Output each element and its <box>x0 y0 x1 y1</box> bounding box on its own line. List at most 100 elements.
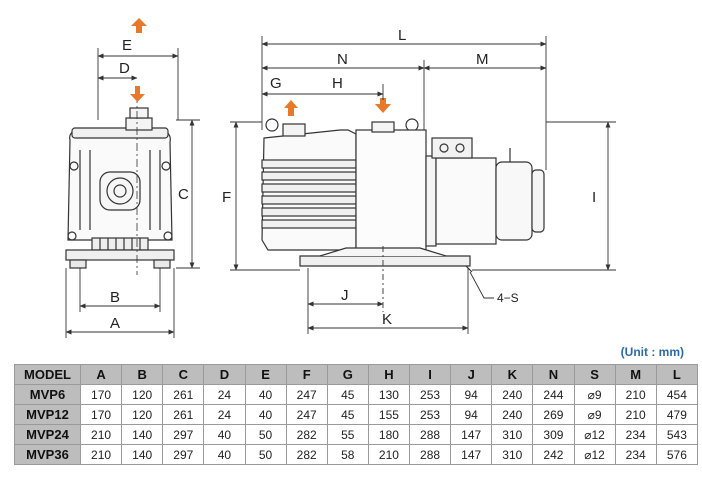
side-view <box>261 118 545 273</box>
table-cell: 180 <box>367 424 411 445</box>
table-cell: 120 <box>121 384 164 405</box>
table-cell: 297 <box>162 424 205 445</box>
table-cell: 40 <box>244 384 287 405</box>
table-row: MVP36 210 140 297 40 50 282 58 210 288 1… <box>14 444 699 465</box>
label-D: D <box>119 60 130 77</box>
table-cell: 170 <box>79 404 123 425</box>
table-cell: 170 <box>79 384 123 405</box>
table-cell: 247 <box>285 404 328 425</box>
table-cell: 234 <box>614 444 657 465</box>
header-cell: F <box>285 364 328 385</box>
header-cell: E <box>244 364 287 385</box>
table-cell: 210 <box>367 444 411 465</box>
table-cell: 50 <box>244 444 287 465</box>
exhaust-arrow-side <box>284 100 298 116</box>
label-M: M <box>476 51 489 68</box>
pump-dimension-drawing: E D C B A <box>65 18 616 338</box>
table-cell: ⌀12 <box>573 444 616 465</box>
table-cell: 94 <box>450 384 493 405</box>
label-H: H <box>332 75 343 92</box>
table-cell: 147 <box>450 424 493 445</box>
table-cell: 261 <box>162 384 205 405</box>
table-cell: 94 <box>450 404 493 425</box>
table-cell: 297 <box>162 444 205 465</box>
table-cell: 244 <box>532 384 575 405</box>
header-cell: N <box>532 364 575 385</box>
label-J: J <box>341 287 349 304</box>
table-cell: 140 <box>121 444 164 465</box>
table-cell: 40 <box>244 404 287 425</box>
label-S: 4−S <box>497 291 519 305</box>
label-G: G <box>270 75 282 92</box>
table-cell: 242 <box>532 444 575 465</box>
table-cell: 58 <box>326 444 369 465</box>
table-cell: ⌀12 <box>573 424 616 445</box>
table-cell: 40 <box>203 444 246 465</box>
table-row: MVP12 170 120 261 24 40 247 45 155 253 9… <box>14 404 699 425</box>
table-cell: ⌀9 <box>573 404 616 425</box>
header-cell: D <box>203 364 246 385</box>
table-cell: 240 <box>491 404 534 425</box>
header-cell: G <box>326 364 369 385</box>
table-cell: 140 <box>121 424 164 445</box>
label-L: L <box>398 27 406 44</box>
header-cell: MODEL <box>14 364 81 385</box>
table-cell: ⌀9 <box>573 384 616 405</box>
label-C: C <box>178 186 189 203</box>
front-dimensions <box>65 48 200 338</box>
table-cell: 576 <box>655 444 699 465</box>
label-I: I <box>592 189 596 206</box>
table-cell: 40 <box>203 424 246 445</box>
label-A: A <box>110 315 120 332</box>
table-cell: 50 <box>244 424 287 445</box>
table-cell: 147 <box>450 444 493 465</box>
table-cell: 310 <box>491 444 534 465</box>
table-cell: 479 <box>655 404 699 425</box>
header-cell: S <box>573 364 616 385</box>
table-cell: 310 <box>491 424 534 445</box>
exhaust-arrow-front <box>131 18 147 33</box>
header-cell: B <box>121 364 164 385</box>
model-cell: MVP12 <box>14 404 81 425</box>
label-N: N <box>337 51 348 68</box>
label-E: E <box>122 37 132 54</box>
table-cell: 282 <box>285 424 328 445</box>
table-cell: 210 <box>79 424 123 445</box>
table-cell: 288 <box>408 424 452 445</box>
table-cell: 253 <box>408 404 452 425</box>
header-cell: K <box>491 364 534 385</box>
table-cell: 543 <box>655 424 699 445</box>
table-cell: 210 <box>614 404 657 425</box>
table-cell: 45 <box>326 384 369 405</box>
unit-note: (Unit : mm) <box>620 345 684 359</box>
table-row: MVP24 210 140 297 40 50 282 55 180 288 1… <box>14 424 699 445</box>
table-cell: 261 <box>162 404 205 425</box>
side-port-arrows <box>284 98 391 116</box>
table-cell: 282 <box>285 444 328 465</box>
table-cell: 55 <box>326 424 369 445</box>
front-view <box>65 95 175 275</box>
table-cell: 45 <box>326 404 369 425</box>
table-cell: 210 <box>614 384 657 405</box>
table-cell: 24 <box>203 384 246 405</box>
table-cell: 253 <box>408 384 452 405</box>
model-cell: MVP24 <box>14 424 81 445</box>
table-header-row: MODEL A B C D E F G H I J K N S M L <box>14 364 699 385</box>
header-cell: H <box>367 364 411 385</box>
label-F: F <box>222 189 231 206</box>
table-cell: 155 <box>367 404 411 425</box>
label-K: K <box>382 311 392 328</box>
model-cell: MVP36 <box>14 444 81 465</box>
intake-arrow-side <box>375 98 391 113</box>
header-cell: I <box>408 364 452 385</box>
table-cell: 234 <box>614 424 657 445</box>
table-cell: 454 <box>655 384 699 405</box>
front-port-arrows <box>130 18 147 102</box>
table-row: MVP6 170 120 261 24 40 247 45 130 253 94… <box>14 384 699 405</box>
label-B: B <box>110 289 120 306</box>
table-cell: 288 <box>408 444 452 465</box>
header-cell: L <box>655 364 699 385</box>
table-cell: 247 <box>285 384 328 405</box>
table-cell: 269 <box>532 404 575 425</box>
spec-table: MODEL A B C D E F G H I J K N S M L MVP6… <box>14 364 699 465</box>
